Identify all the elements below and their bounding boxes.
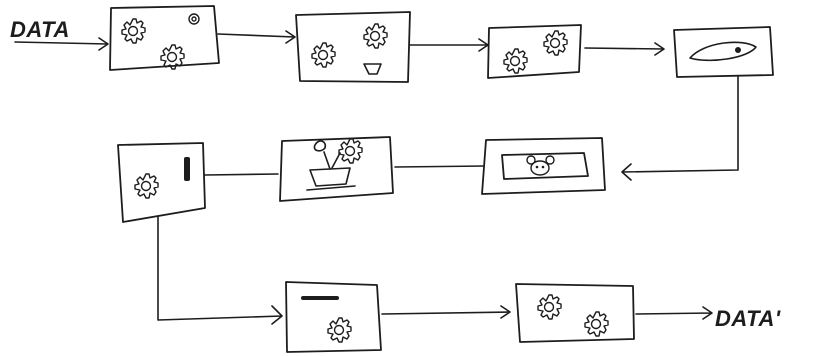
arrow-4-5: [621, 76, 739, 181]
stage-4-eye: [673, 26, 774, 78]
arrow-7-8: [157, 214, 283, 325]
arrow-1-2: [217, 30, 296, 44]
mouse-icon: [526, 155, 555, 176]
stage-9-gears: [515, 283, 635, 343]
arrow-8-9: [381, 305, 511, 319]
cup-icon: [363, 63, 382, 75]
stage-1-gears: [109, 5, 220, 71]
arrow-2-3: [409, 38, 489, 52]
stage-7-gear-slider: [117, 142, 206, 223]
plant-pot-icon: [306, 138, 363, 191]
stage-8-bar-gear: [285, 281, 382, 353]
screen-panel: [501, 152, 589, 180]
stage-5-mouse: [481, 137, 606, 195]
connector-6-7: [204, 173, 279, 176]
output-arrow: [635, 306, 713, 320]
stage-2-gears-cup: [295, 11, 411, 83]
stage-6-plant-pot: [279, 136, 394, 202]
arrow-3-4: [584, 42, 665, 56]
connector-5-6: [394, 165, 487, 168]
output-label: DATA': [715, 306, 781, 331]
dot-icon: [188, 13, 200, 25]
slider-bar-icon: [184, 157, 190, 181]
input-arrow: [14, 37, 109, 51]
stage-3-gears: [487, 24, 582, 79]
bar-icon: [301, 296, 339, 300]
eye-icon: [689, 41, 757, 62]
input-label: DATA: [10, 17, 70, 42]
